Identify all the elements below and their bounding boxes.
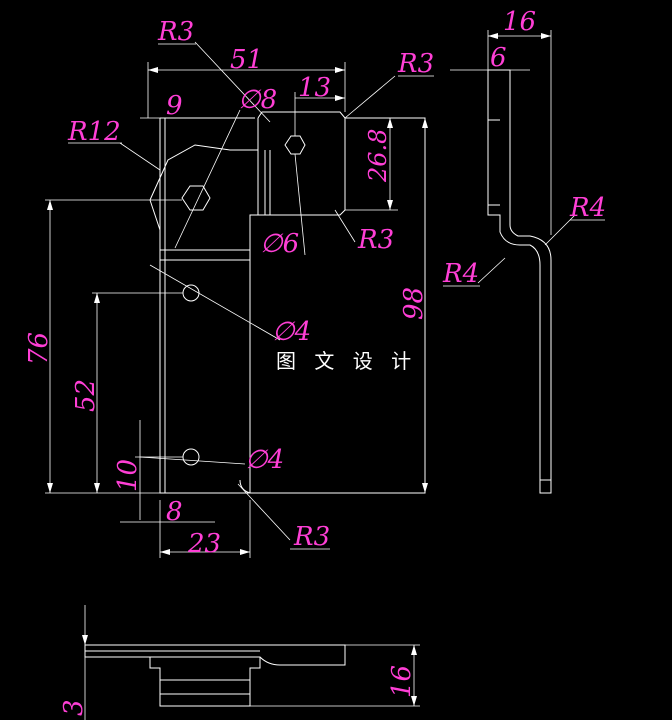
side-view bbox=[450, 30, 576, 494]
label-hole-offset: 13 bbox=[298, 73, 331, 103]
label-side-flange: 6 bbox=[490, 43, 507, 73]
label-side-total-width: 16 bbox=[503, 7, 536, 37]
label-radius-large: R12 bbox=[67, 117, 121, 147]
label-radius-mid: R3 bbox=[357, 225, 394, 255]
label-hole-low: ∅4 bbox=[245, 445, 284, 475]
bottom-view bbox=[82, 605, 420, 720]
label-base-width: 23 bbox=[187, 529, 221, 559]
label-hole-large: ∅8 bbox=[238, 85, 277, 115]
label-hole-small: ∅6 bbox=[260, 229, 299, 259]
bottom-view-labels: 3 16 bbox=[59, 665, 417, 716]
front-view-dimensions bbox=[45, 41, 428, 558]
label-radius-top-left: R3 bbox=[157, 17, 194, 47]
front-view-labels: R3 51 R3 13 ∅8 9 R12 26.8 ∅6 R3 98 ∅4 76… bbox=[24, 17, 434, 559]
label-hole-spacing: 52 bbox=[71, 379, 101, 412]
label-hole-bottom: 10 bbox=[113, 459, 143, 492]
label-height-full: 98 bbox=[399, 287, 429, 320]
label-radius-top-right: R3 bbox=[397, 49, 434, 79]
label-hole-side: 8 bbox=[166, 497, 183, 527]
label-top-step: 9 bbox=[166, 91, 183, 121]
label-bottom-height: 16 bbox=[387, 665, 417, 698]
label-radius-bottom: R3 bbox=[293, 522, 330, 552]
label-height-left: 76 bbox=[24, 332, 54, 365]
label-overall-width: 51 bbox=[230, 45, 263, 75]
label-hole-mid: ∅4 bbox=[272, 317, 311, 347]
label-bend-lower: R4 bbox=[442, 259, 479, 289]
watermark-text: 图 文 设 计 bbox=[276, 349, 417, 373]
label-height-upper: 26.8 bbox=[364, 129, 392, 183]
label-bend-upper: R4 bbox=[569, 193, 606, 223]
side-view-labels: 16 6 R4 R4 bbox=[442, 7, 606, 289]
label-thickness: 3 bbox=[59, 699, 89, 716]
